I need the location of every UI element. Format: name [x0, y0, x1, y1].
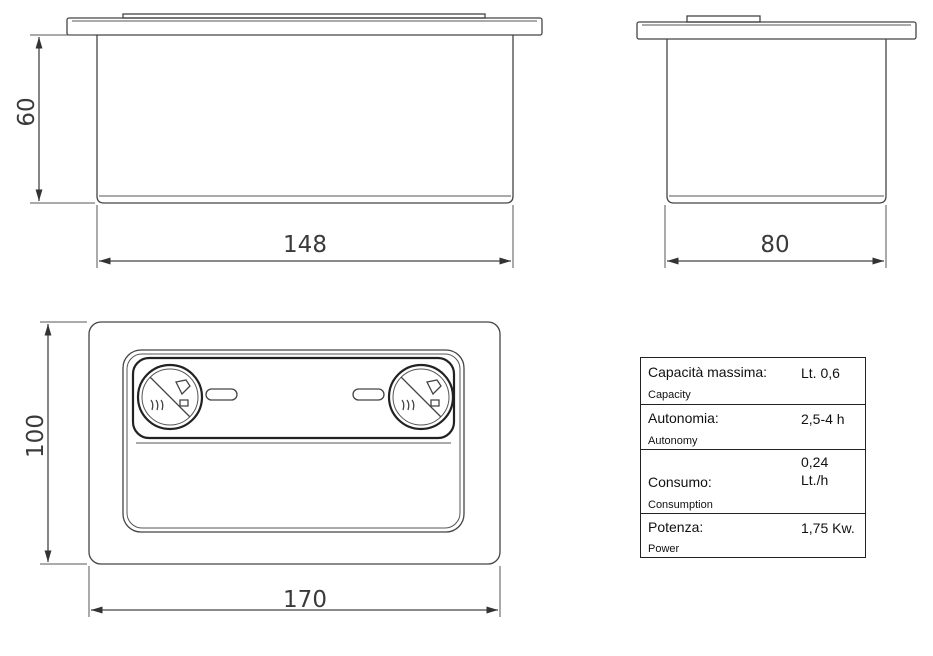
spec-label-autonomy: Autonomia: [648, 410, 719, 426]
slot-right [352, 388, 385, 401]
spec-value-capacity: Lt. 0,6 [801, 365, 840, 381]
width-dimension-label: 170 [283, 587, 327, 613]
spec-label-consumption: Consumo: [648, 474, 712, 490]
spec-row-autonomy: Autonomia: Autonomy 2,5-4 h [640, 404, 866, 450]
top-view [88, 321, 501, 565]
spec-label-power: Potenza: [648, 519, 704, 535]
spec-table: Capacità massima: Capacity Lt. 0,6 Auton… [640, 357, 866, 558]
length-dimension-label: 148 [283, 232, 327, 258]
height-dimension-label: 60 [14, 97, 40, 126]
spec-value-autonomy: 2,5-4 h [801, 411, 845, 427]
spec-value-consumption-unit: Lt./h [801, 472, 829, 488]
width-dimension: 170 [88, 566, 501, 617]
spec-row-consumption: Consumo: Consumption 0,24 Lt./h [640, 449, 866, 514]
spec-sublabel-power: Power [648, 543, 680, 555]
front-view [66, 13, 543, 204]
spec-value-power: 1,75 Kw. [801, 520, 855, 536]
spec-row-power: Potenza: Power 1,75 Kw. [640, 513, 866, 558]
spec-sublabel-autonomy: Autonomy [648, 435, 698, 447]
depth-dimension-label: 80 [760, 232, 789, 258]
plate-height-dimension-label: 100 [23, 414, 49, 458]
slot-left [205, 388, 238, 401]
height-dimension: 60 [14, 34, 95, 204]
burner-right-icon [387, 363, 455, 431]
spec-label-capacity: Capacità massima: [648, 364, 768, 380]
side-view [636, 15, 917, 204]
length-dimension: 148 [96, 205, 514, 268]
plate-height-dimension: 100 [23, 321, 87, 565]
depth-dimension: 80 [664, 205, 887, 268]
spec-sublabel-capacity: Capacity [648, 389, 691, 401]
spec-sublabel-consumption: Consumption [648, 499, 713, 511]
spec-value-consumption-amount: 0,24 [801, 454, 829, 470]
spec-row-capacity: Capacità massima: Capacity Lt. 0,6 [640, 357, 866, 405]
burner-left-icon [136, 363, 204, 431]
